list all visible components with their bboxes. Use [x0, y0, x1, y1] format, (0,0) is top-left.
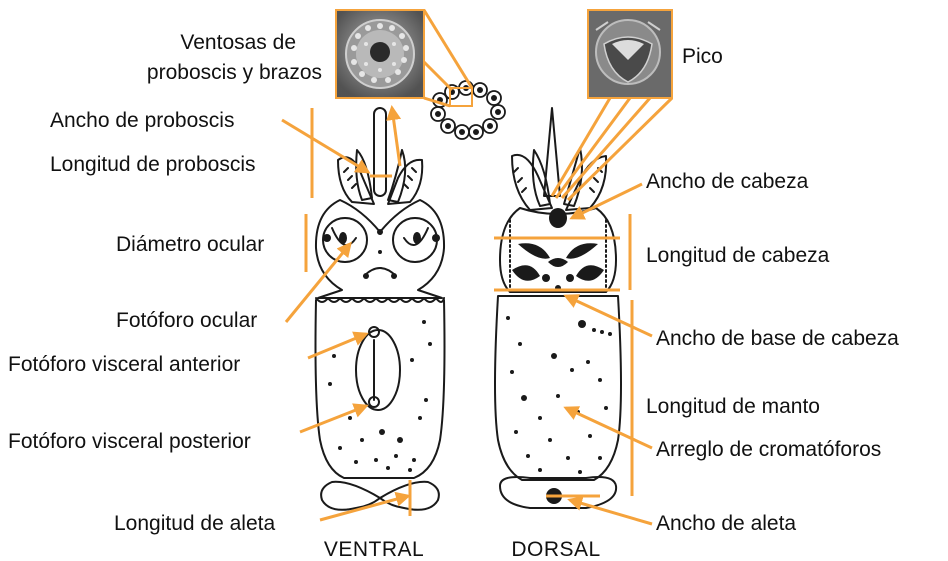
label-view-dorsal: DORSAL [511, 538, 600, 561]
label-ventosas-line1: Ventosas de [180, 31, 296, 54]
sucker-ring-schematic [431, 81, 505, 139]
label-fotoforo-ocular: Fotóforo ocular [116, 309, 257, 332]
ventosa-sem-photo [336, 10, 424, 98]
label-ancho-cabeza: Ancho de cabeza [646, 170, 809, 193]
label-pico: Pico [682, 45, 723, 68]
label-longitud-aleta: Longitud de aleta [114, 512, 275, 535]
label-fotoforo-visceral-anterior: Fotóforo visceral anterior [8, 353, 240, 376]
label-longitud-proboscis: Longitud de proboscis [50, 153, 255, 176]
labels: Ventosas de proboscis y brazos Pico Anch… [8, 31, 899, 561]
label-ancho-base-cabeza: Ancho de base de cabeza [656, 327, 899, 350]
label-arreglo-cromatoforos: Arreglo de cromatóforos [656, 438, 881, 461]
label-longitud-cabeza: Longitud de cabeza [646, 244, 830, 267]
beak-micrograph-icon [596, 20, 660, 84]
label-ancho-aleta: Ancho de aleta [656, 512, 796, 535]
label-fotoforo-visceral-posterior: Fotóforo visceral posterior [8, 430, 251, 453]
pico-sem-photo [588, 10, 672, 98]
ventral-specimen [316, 108, 445, 510]
label-diametro-ocular: Diámetro ocular [116, 233, 264, 256]
label-view-ventral: VENTRAL [324, 538, 424, 561]
sucker-micrograph-icon [346, 20, 414, 88]
label-ancho-proboscis: Ancho de proboscis [50, 109, 234, 132]
label-longitud-manto: Longitud de manto [646, 395, 820, 418]
label-ventosas-line2: proboscis y brazos [147, 61, 322, 84]
